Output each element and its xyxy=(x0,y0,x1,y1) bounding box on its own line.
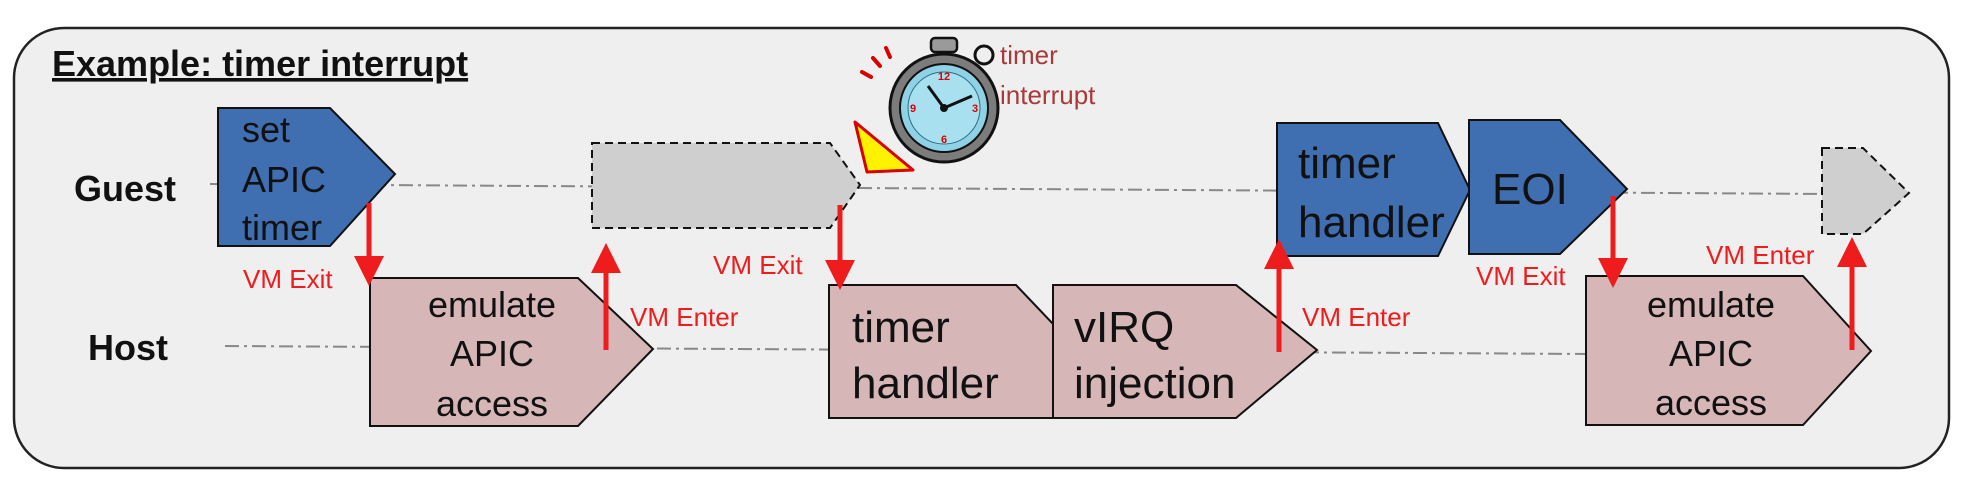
host-block-timer-handler: timer handler xyxy=(828,284,1056,419)
host-block-text: emulate xyxy=(1647,284,1775,325)
guest-row-label: Guest xyxy=(74,168,176,209)
host-row-label: Host xyxy=(88,327,168,368)
guest-block-text: set xyxy=(242,109,290,150)
host-block-text: injection xyxy=(1074,359,1235,408)
timer-interrupt-annotation: interrupt xyxy=(1000,80,1096,110)
host-block-text: access xyxy=(436,383,548,424)
diagram-title: Example: timer interrupt xyxy=(52,43,468,84)
svg-text:9: 9 xyxy=(910,103,916,115)
timer-interrupt-annotation: timer xyxy=(1000,40,1058,70)
stopwatch-icon: 12 3 6 9 xyxy=(860,36,1000,164)
guest-block-set-apic-timer: set APIC timer xyxy=(217,107,397,248)
svg-text:3: 3 xyxy=(972,103,978,115)
guest-block-eoi: EOI xyxy=(1468,119,1629,255)
vm-exit-3-label: VM Exit xyxy=(1476,261,1566,291)
guest-block-idle-1 xyxy=(591,142,862,229)
host-block-text: handler xyxy=(852,359,999,408)
vm-enter-2-label: VM Enter xyxy=(1302,302,1411,332)
host-block-emulate-apic-access-2: emulate APIC access xyxy=(1585,275,1873,426)
vm-exit-1-label: VM Exit xyxy=(243,264,333,294)
guest-block-timer-handler: timer handler xyxy=(1276,122,1472,257)
host-block-emulate-apic-access-1: emulate APIC access xyxy=(369,277,655,427)
host-block-text: APIC xyxy=(450,333,534,374)
host-block-text: emulate xyxy=(428,284,556,325)
svg-text:12: 12 xyxy=(938,71,950,83)
lightning-bolt-icon xyxy=(853,120,915,174)
host-block-text: timer xyxy=(852,303,950,352)
guest-block-text: timer xyxy=(1298,139,1396,188)
vm-enter-1-label: VM Enter xyxy=(630,302,739,332)
host-block-virq-injection: vIRQ injection xyxy=(1052,284,1319,419)
guest-block-text: EOI xyxy=(1492,165,1568,214)
host-block-text: access xyxy=(1655,382,1767,423)
guest-block-text: APIC xyxy=(242,159,326,200)
vm-exit-2-label: VM Exit xyxy=(713,250,803,280)
vm-enter-3-label: VM Enter xyxy=(1706,240,1815,270)
guest-block-text: timer xyxy=(242,207,322,248)
host-block-text: vIRQ xyxy=(1074,303,1174,352)
guest-block-idle-2 xyxy=(1821,147,1911,235)
host-block-text: APIC xyxy=(1669,333,1753,374)
svg-text:6: 6 xyxy=(941,134,947,146)
guest-block-text: handler xyxy=(1298,198,1445,247)
